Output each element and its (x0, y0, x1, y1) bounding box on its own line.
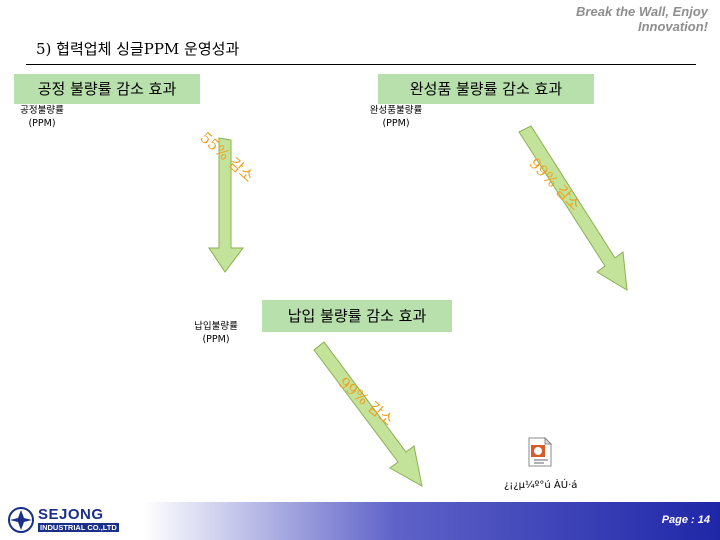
finished-axis-label-line2: (PPM) (382, 118, 410, 129)
presentation-file-icon[interactable] (527, 437, 553, 467)
incoming-axis-label: 납입불량률 (PPM) (176, 320, 256, 346)
process-reduction-arrow (208, 137, 244, 273)
title-divider (26, 64, 696, 65)
finished-axis-label: 완성품불량률 (PPM) (356, 104, 436, 130)
logo-subtitle: INDUSTRIAL CO.,LTD (38, 523, 119, 532)
finished-axis-label-line1: 완성품불량률 (369, 105, 423, 116)
process-axis-label-line2: (PPM) (28, 118, 56, 129)
incoming-reduction-arrow (313, 341, 423, 487)
incoming-axis-label-line2: (PPM) (202, 334, 230, 345)
logo-name: SEJONG (38, 506, 104, 523)
footer-bar (0, 502, 720, 540)
incoming-axis-label-line1: 납입불량률 (194, 321, 238, 332)
process-axis-label-line1: 공정불량률 (20, 105, 64, 116)
incoming-defect-box: 납입 불량률 감소 효과 (262, 300, 452, 332)
slide-title: 5) 협력업체 싱글PPM 운영성과 (36, 40, 240, 58)
embedded-object-caption[interactable]: ¿¡¿µ¼º°ú ÀÚ·á (504, 480, 578, 491)
process-axis-label: 공정불량률 (PPM) (2, 104, 82, 130)
tagline: Break the Wall, Enjoy Innovation! (576, 4, 708, 34)
finished-defect-box: 완성품 불량률 감소 효과 (378, 74, 594, 104)
finished-reduction-arrow (518, 125, 628, 291)
page-number: Page : 14 (661, 514, 710, 526)
process-defect-box: 공정 불량률 감소 효과 (14, 74, 200, 104)
sejong-logo-icon (8, 507, 34, 533)
